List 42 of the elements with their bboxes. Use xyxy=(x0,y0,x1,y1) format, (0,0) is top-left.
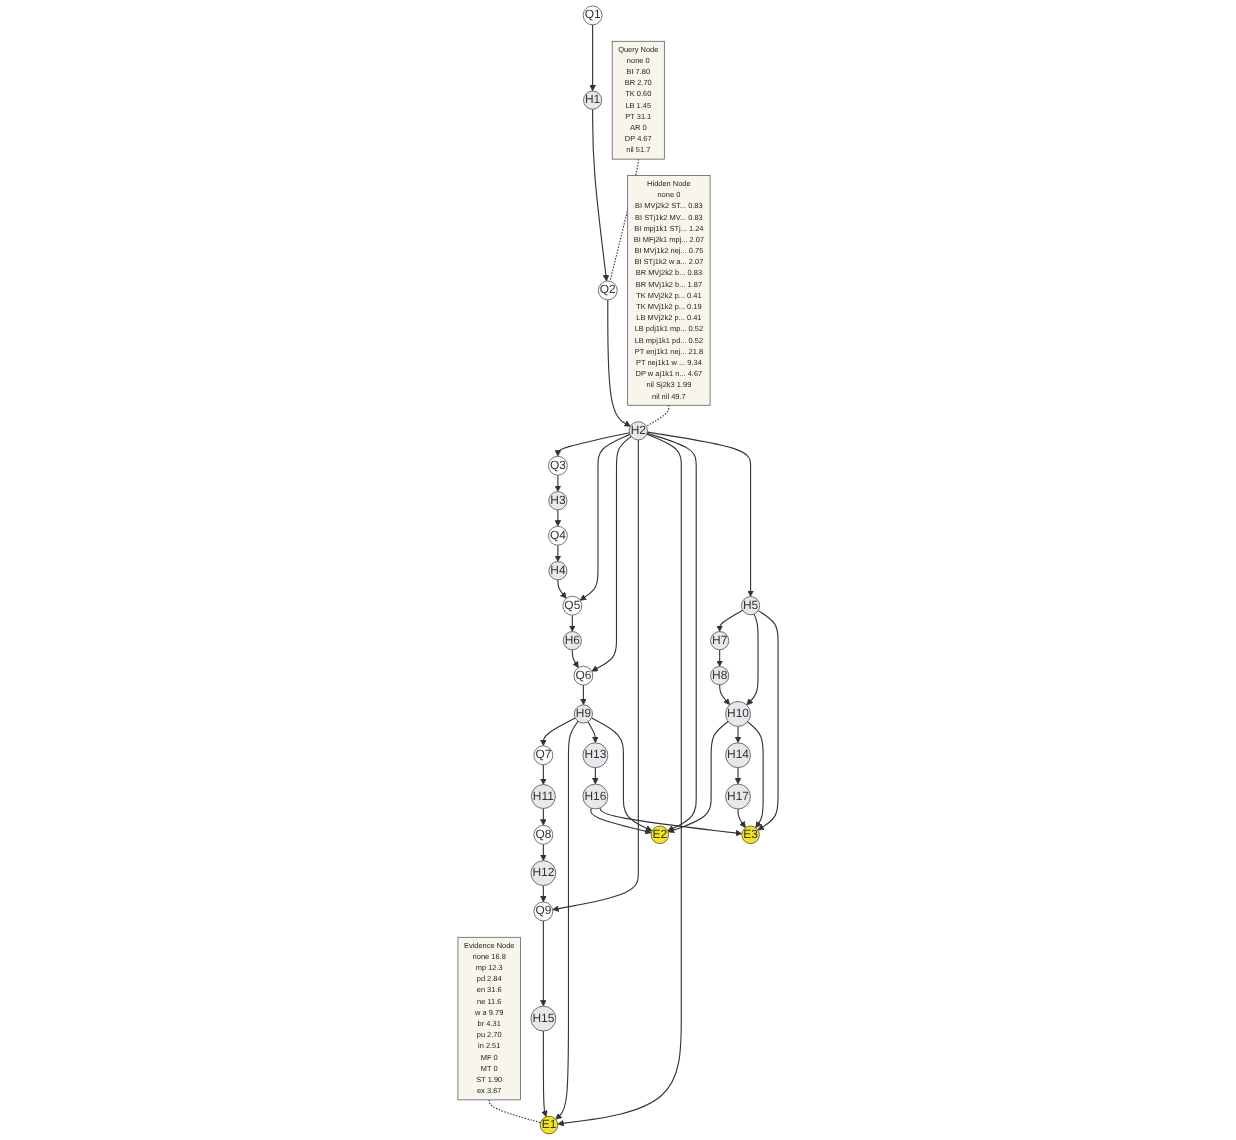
arrow xyxy=(747,721,764,828)
connector xyxy=(645,404,670,427)
arrow xyxy=(734,767,742,785)
arrow xyxy=(571,649,579,668)
arrow xyxy=(540,717,576,747)
arrow xyxy=(540,807,547,826)
connector xyxy=(488,1099,542,1124)
arrow xyxy=(587,721,599,744)
arrow xyxy=(589,24,596,92)
arrow xyxy=(646,431,754,597)
arrow xyxy=(734,725,742,744)
arrow xyxy=(541,1030,548,1118)
arrow xyxy=(737,808,746,828)
arrow xyxy=(592,767,599,785)
arrow xyxy=(579,433,631,601)
arrow xyxy=(599,807,743,837)
arrow xyxy=(540,843,547,861)
arrow xyxy=(554,474,562,492)
arrow xyxy=(554,432,630,457)
arrow xyxy=(757,610,779,831)
arrow xyxy=(716,649,723,667)
arrow xyxy=(557,579,567,599)
arrow xyxy=(552,439,639,912)
arrow xyxy=(557,433,682,1127)
arrow xyxy=(646,432,697,832)
arrow xyxy=(746,613,759,706)
arrow xyxy=(540,764,547,785)
arrow xyxy=(580,684,587,706)
arrow xyxy=(716,609,744,632)
arrow xyxy=(540,920,547,1007)
arrow xyxy=(590,807,652,835)
arrow xyxy=(554,544,562,562)
arrow xyxy=(667,720,729,834)
arrow xyxy=(607,299,631,427)
arrow xyxy=(590,717,653,832)
arrow xyxy=(592,108,610,282)
arrow xyxy=(555,720,579,1120)
arrow xyxy=(540,885,547,903)
arrow xyxy=(569,614,576,632)
arrow xyxy=(554,509,562,527)
arrow xyxy=(591,435,632,672)
arrow xyxy=(719,684,731,705)
